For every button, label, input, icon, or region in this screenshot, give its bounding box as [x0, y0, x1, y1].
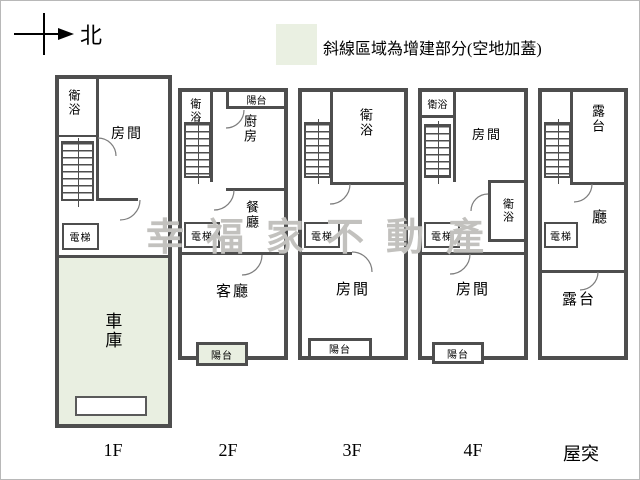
wall — [96, 198, 138, 201]
stairs-icon — [184, 119, 211, 184]
wall — [570, 92, 573, 184]
stairs-icon — [424, 121, 451, 184]
room-label-bedroom-bottom: 房間 — [456, 282, 491, 298]
balcony-top: 陽台 — [226, 92, 284, 109]
north-label: 北 — [80, 23, 103, 48]
wall — [330, 92, 333, 184]
wall — [226, 188, 284, 191]
floor-label-3f: 3F — [342, 440, 362, 460]
floor-label-2f: 2F — [218, 440, 238, 460]
wall — [542, 270, 624, 273]
stairs-icon — [304, 119, 331, 184]
bath-middle: 衛浴 — [488, 180, 524, 242]
elevator-label: 電梯 — [191, 231, 213, 243]
wall — [302, 252, 352, 255]
garage-area: 車庫 — [59, 258, 168, 424]
wall — [330, 182, 404, 185]
wall — [570, 182, 624, 185]
elevator-label: 電梯 — [431, 231, 453, 243]
elevator: 電梯 — [304, 222, 340, 248]
balcony-bottom: 陽台 — [432, 342, 484, 364]
wall — [59, 135, 96, 137]
wall — [210, 92, 213, 182]
balcony-bottom: 陽台 — [196, 342, 248, 366]
room-label-terrace-top: 露台 — [590, 104, 606, 134]
balcony-label: 陽台 — [246, 95, 267, 107]
elevator-label: 電梯 — [550, 231, 572, 243]
floorplan-unit-4f: 衛浴 房間 衛浴 電梯 房間 陽台 — [418, 88, 528, 364]
floor-label-4f: 4F — [463, 440, 483, 460]
elevator-label: 電梯 — [69, 233, 92, 244]
room-label-living: 客廳 — [216, 284, 251, 300]
room-label-kitchen: 廚房 — [242, 114, 258, 144]
stairs-icon — [61, 138, 94, 207]
bath-label: 衛浴 — [501, 198, 514, 224]
wall — [59, 255, 168, 258]
stairs-icon — [544, 119, 571, 184]
room-label-bath: 衛浴 — [358, 108, 374, 138]
legend-text: 斜線區域為增建部分(空地加蓋) — [323, 41, 542, 58]
room-label-bath: 衛浴 — [66, 89, 81, 117]
bath-top: 衛浴 — [422, 92, 456, 118]
wall — [422, 252, 524, 255]
balcony-label: 陽台 — [329, 345, 351, 356]
room-label-garage: 車庫 — [102, 312, 122, 350]
elevator-label: 電梯 — [311, 231, 333, 243]
floor-label-1f: 1F — [103, 440, 123, 460]
room-label-dining: 餐廳 — [244, 200, 260, 230]
room-label-terrace-bottom: 露台 — [562, 292, 597, 308]
floorplan-unit-1f: 衛浴 房間 電梯 車庫 — [55, 75, 172, 428]
garage-door — [75, 396, 147, 416]
wall — [453, 118, 456, 182]
room-label-bedroom-top: 房間 — [472, 127, 503, 142]
bath-label: 衛浴 — [427, 100, 448, 111]
room-label-bedroom: 房間 — [336, 282, 371, 298]
elevator: 電梯 — [184, 222, 220, 248]
floorplan-unit-2f: 陽台 衛浴 廚房 餐廳 電梯 客廳 陽台 — [178, 88, 288, 366]
balcony-label: 陽台 — [447, 349, 469, 361]
elevator: 電梯 — [544, 222, 578, 248]
floorplan-unit-3f: 衛浴 電梯 房間 陽台 — [298, 88, 408, 360]
wall — [182, 252, 284, 255]
legend-shaded-swatch — [276, 24, 317, 65]
balcony-bottom: 陽台 — [308, 338, 372, 359]
wall — [96, 79, 99, 201]
room-label-bedroom: 房間 — [111, 127, 143, 142]
balcony-label: 陽台 — [211, 350, 233, 362]
floorplan-unit-roof: 露台 廳 電梯 露台 — [538, 88, 628, 360]
north-compass-icon — [14, 13, 74, 55]
elevator: 電梯 — [424, 222, 460, 248]
elevator: 電梯 — [62, 223, 99, 250]
room-label-hall: 廳 — [592, 210, 608, 226]
floor-label-roof: 屋突 — [563, 444, 599, 464]
room-label-bath: 衛浴 — [188, 98, 201, 124]
